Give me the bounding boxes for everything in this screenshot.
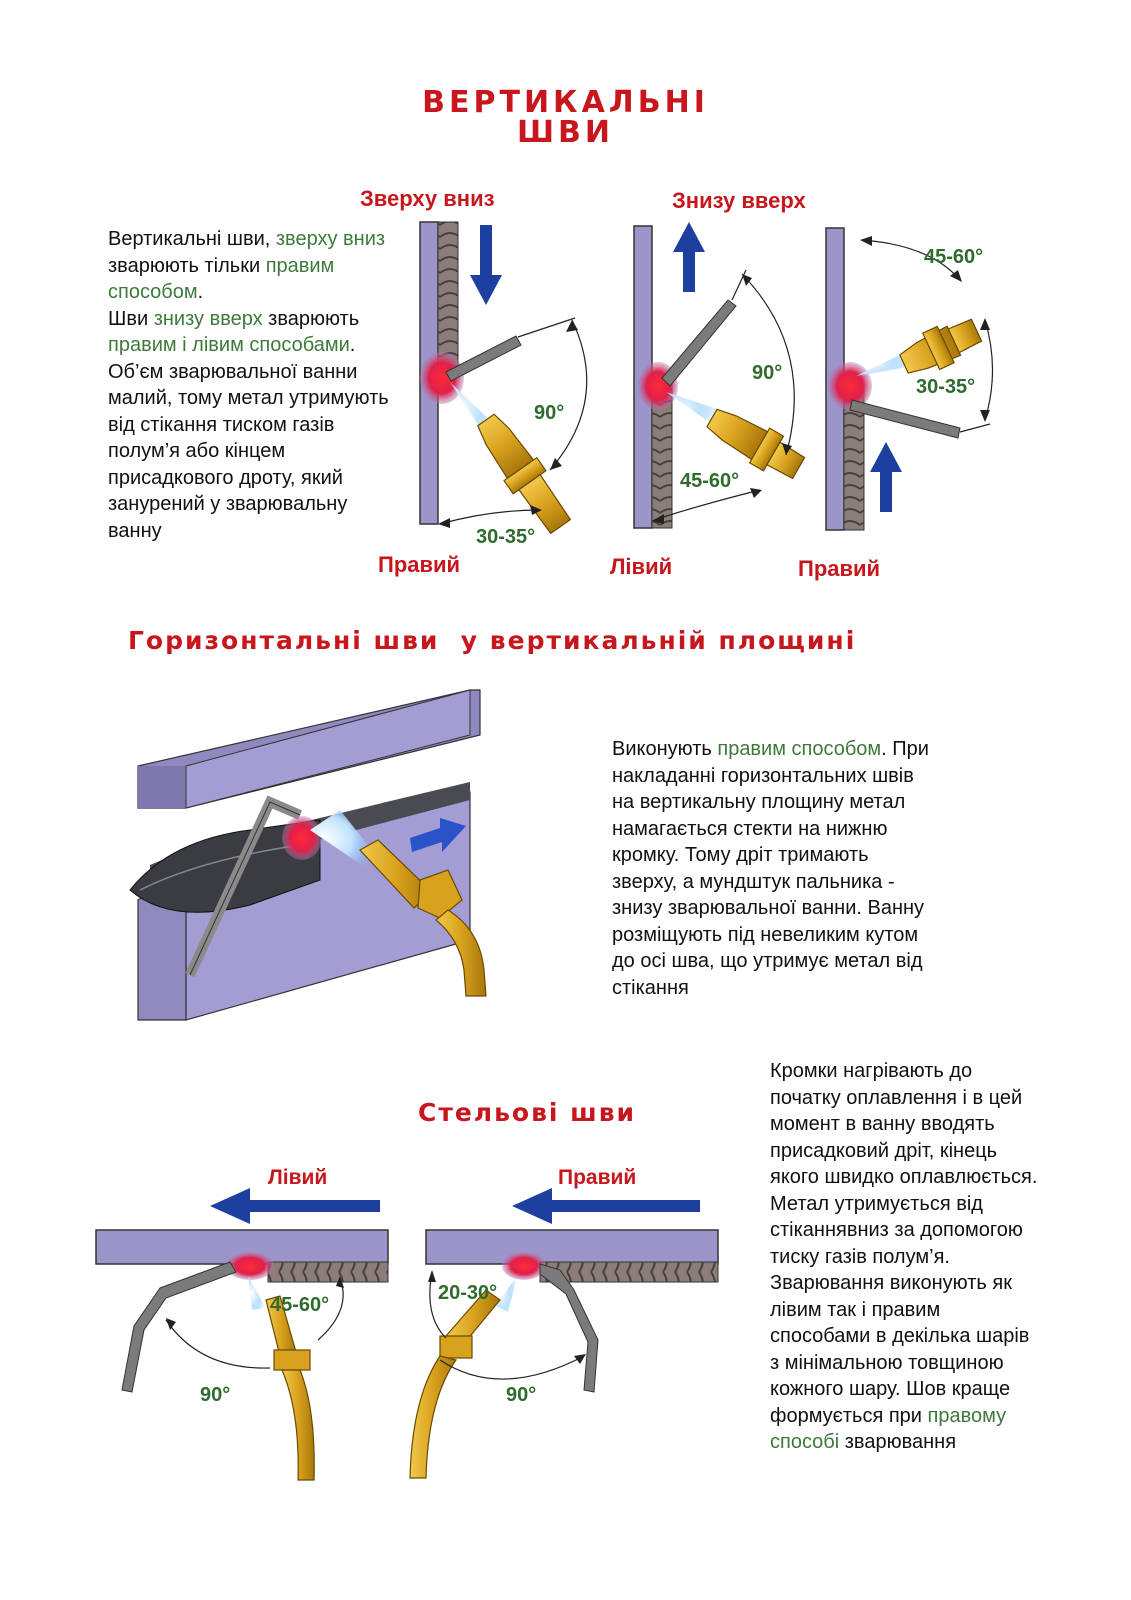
- overhead-description: Кромки нагрівають до початку оплавлення …: [770, 1058, 1042, 1456]
- diagram-bottom-up-right: [825, 227, 994, 531]
- diagram-overhead-left: [95, 1188, 389, 1481]
- angle-label: 45-60°: [680, 470, 740, 492]
- method-label: Правий: [378, 552, 461, 577]
- overhead-left-label: Лівий: [268, 1166, 328, 1189]
- diagram-bottom-up-left: [633, 222, 806, 529]
- diagram-top-down-right: [419, 221, 588, 535]
- text-run: Виконують: [612, 738, 718, 760]
- diagram-overhead-right: [409, 1188, 719, 1479]
- diagram-horizontal-seam: [129, 689, 487, 1021]
- vertical-description: Вертикальні шви, зверху вниз зварюють ті…: [108, 226, 398, 544]
- angle-label: 30-35°: [476, 526, 536, 548]
- text-run: Кромки нагрівають до початку оплавлення …: [770, 1060, 1038, 1427]
- title-line-1: ВЕРТИКАЛЬНІ: [422, 85, 709, 120]
- text-run: зварюють тільки: [108, 254, 266, 277]
- horizontal-description: Виконують правим способом. При накладанн…: [612, 736, 932, 1001]
- text-run-green: правим способом: [717, 738, 882, 760]
- text-run: Шви: [108, 307, 154, 330]
- page-title: ВЕРТИКАЛЬНІ ШВИ: [0, 88, 1131, 148]
- angle-label: 90°: [200, 1384, 231, 1406]
- angle-label: 45-60°: [270, 1294, 330, 1316]
- text-run-green: знизу вверх: [153, 307, 263, 330]
- text-run: зварюють: [262, 307, 360, 330]
- angle-label: 45-60°: [924, 246, 984, 268]
- text-run: . Об’єм зварювальної ванни малий, тому м…: [108, 334, 389, 542]
- horizontal-section-title: Горизонтальні шви у вертикальній площині: [128, 626, 857, 655]
- text-run-green: правому способі: [770, 1404, 1007, 1454]
- title-line-2: ШВИ: [516, 115, 615, 150]
- overhead-right-label: Правий: [558, 1166, 637, 1189]
- text-run: зварювання: [839, 1431, 957, 1453]
- angle-label: 90°: [534, 402, 565, 424]
- text-run-green: правим способом: [108, 254, 335, 304]
- text-run: . При накладанні горизонтальних швів на …: [612, 738, 929, 999]
- overhead-section-title: Стельові шви: [418, 1098, 637, 1127]
- text-run-green: зверху вниз: [275, 228, 386, 250]
- text-run-green: правим і лівим способами: [108, 334, 350, 356]
- text-run: .: [197, 281, 204, 303]
- method-label: Правий: [798, 556, 881, 581]
- top-down-label: Зверху вниз: [360, 186, 495, 211]
- angle-label: 20-30°: [438, 1282, 498, 1304]
- angle-label: 30-35°: [916, 376, 976, 398]
- bottom-up-label: Знизу вверх: [672, 188, 806, 213]
- angle-label: 90°: [752, 362, 783, 384]
- angle-label: 90°: [506, 1384, 537, 1406]
- method-label: Лівий: [610, 554, 673, 579]
- text-run: Вертикальні шви,: [108, 228, 276, 250]
